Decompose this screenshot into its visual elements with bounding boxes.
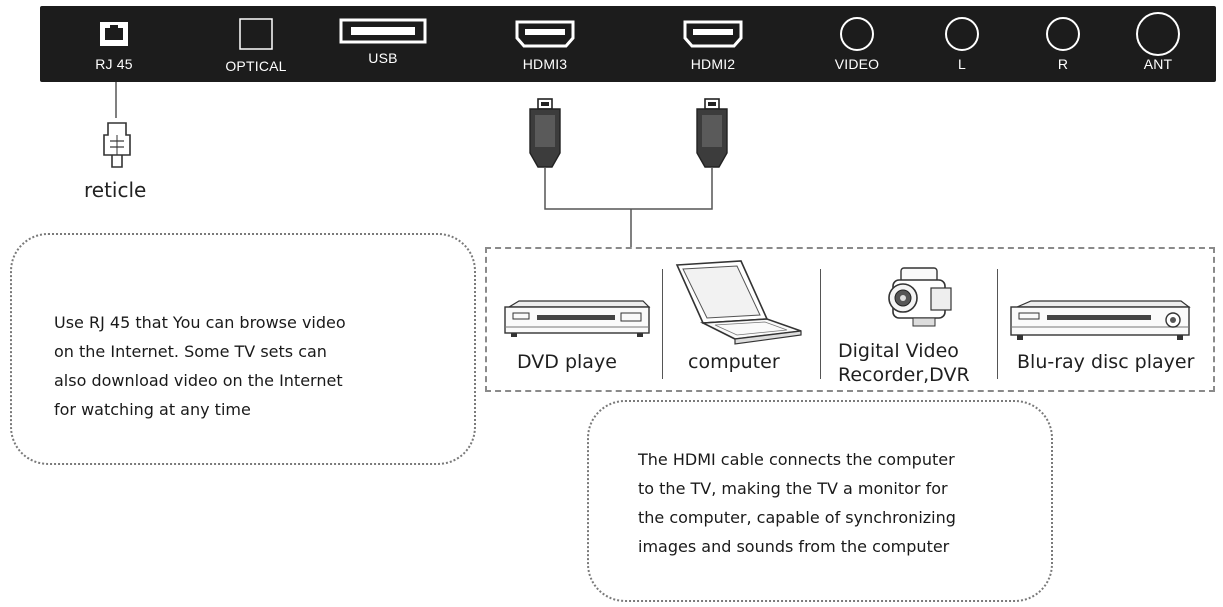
port-rj45: RJ 45 [84, 6, 144, 82]
note-line: The HDMI cable connects the computer [638, 450, 955, 469]
port-label: L [958, 56, 966, 72]
port-label: ANT [1143, 56, 1173, 72]
hdmi-note-text: The HDMI cable connects the computer to … [638, 445, 956, 561]
port-label: R [1057, 56, 1069, 72]
round-port-icon [1046, 17, 1080, 51]
note-line: Use RJ 45 that You can browse video [54, 313, 346, 332]
port-optical: OPTICAL [216, 6, 296, 82]
port-label: HDMI2 [690, 56, 736, 72]
reticle-label: reticle [84, 178, 147, 202]
tv-rear-panel: RJ 45 OPTICAL USB HDMI3 [40, 6, 1216, 82]
device-label-computer: computer [688, 351, 780, 373]
rj45-plug-icon [103, 122, 131, 168]
rj45-port-icon [100, 22, 128, 46]
port-antenna: ANT [1126, 6, 1190, 82]
port-hdmi3: HDMI3 [505, 6, 585, 82]
note-line: the computer, capable of synchronizing [638, 508, 956, 527]
device-separator [997, 269, 998, 379]
round-port-icon [945, 17, 979, 51]
laptop-icon [675, 260, 802, 345]
hdmi-cable-line [544, 168, 713, 210]
port-label: OPTICAL [225, 58, 287, 74]
port-audio-right: R [1033, 6, 1093, 82]
port-label: RJ 45 [95, 56, 133, 72]
port-label: VIDEO [834, 56, 880, 72]
device-label-bluray: Blu-ray disc player [1017, 351, 1195, 373]
port-video: VIDEO [819, 6, 895, 82]
note-line: also download video on the Internet [54, 371, 343, 390]
usb-port-icon [339, 18, 427, 44]
note-line: images and sounds from the computer [638, 537, 950, 556]
note-line: on the Internet. Some TV sets can [54, 342, 327, 361]
camcorder-icon [888, 267, 952, 327]
device-label-dvr: Digital Video Recorder,DVR [838, 339, 970, 387]
port-label: USB [368, 50, 398, 66]
port-label: HDMI3 [522, 56, 568, 72]
device-label-dvd: DVD playe [517, 351, 617, 373]
hdmi-port-icon [515, 20, 575, 48]
hdmi-plug-icon [696, 98, 728, 168]
dvd-player-icon [504, 300, 651, 337]
hdmi-port-icon [683, 20, 743, 48]
device-separator [820, 269, 821, 379]
round-port-icon [840, 17, 874, 51]
optical-port-icon [239, 18, 273, 50]
note-line: for watching at any time [54, 400, 251, 419]
hdmi-devices-group: DVD playe computer Digital Video Recorde… [485, 247, 1215, 392]
rj45-note-text: Use RJ 45 that You can browse video on t… [54, 308, 346, 424]
device-label-line: Digital Video [838, 340, 959, 362]
device-label-line: Recorder,DVR [838, 364, 970, 386]
hdmi-note-callout: The HDMI cable connects the computer to … [587, 400, 1053, 602]
antenna-port-icon [1136, 12, 1180, 56]
bluray-player-icon [1010, 300, 1191, 340]
note-line: to the TV, making the TV a monitor for [638, 479, 948, 498]
port-usb: USB [338, 6, 428, 82]
rj45-note-callout: Use RJ 45 that You can browse video on t… [10, 233, 476, 465]
device-separator [662, 269, 663, 379]
port-audio-left: L [932, 6, 992, 82]
port-hdmi2: HDMI2 [673, 6, 753, 82]
hdmi-plug-icon [529, 98, 561, 168]
